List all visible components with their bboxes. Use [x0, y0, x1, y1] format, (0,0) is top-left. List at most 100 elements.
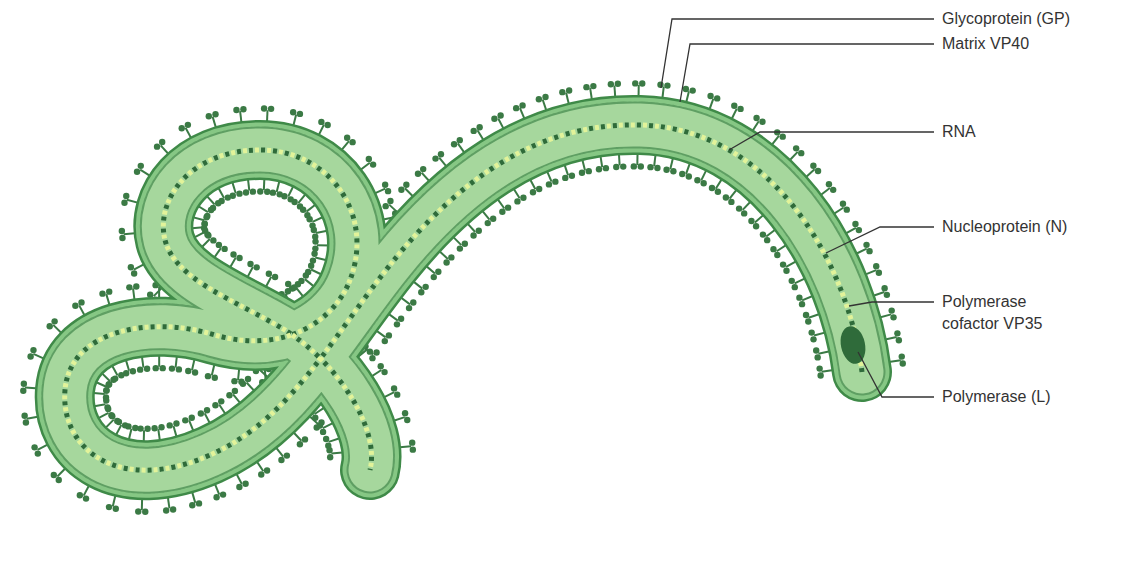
spike-head — [326, 447, 332, 453]
spike-head — [231, 378, 237, 384]
spike-head — [709, 185, 715, 191]
spike-head — [723, 194, 729, 200]
spike-head — [803, 312, 809, 318]
spike-head — [121, 200, 127, 206]
spike-head — [243, 189, 249, 195]
spike-head — [707, 93, 713, 99]
spike-head — [302, 436, 308, 442]
spike-head — [569, 172, 575, 178]
spike-head — [123, 370, 129, 376]
spike-head — [285, 281, 291, 287]
spike-head — [30, 347, 36, 353]
spike-head — [310, 257, 316, 263]
spike-head — [382, 338, 388, 344]
spike-head — [284, 452, 290, 458]
spike-head — [189, 415, 195, 421]
spike-head — [105, 382, 111, 388]
spike-head — [185, 122, 191, 128]
leader-line — [858, 352, 934, 397]
spike-head — [305, 269, 311, 275]
spike-head — [135, 508, 141, 514]
spike-head — [21, 381, 27, 387]
spike-head — [499, 209, 505, 215]
spike-head — [615, 81, 621, 87]
spike-head — [840, 201, 846, 207]
spike-head — [304, 212, 310, 218]
spike-head — [520, 195, 526, 201]
spike-head — [476, 228, 482, 234]
spike-head — [258, 471, 264, 477]
spike-head — [144, 366, 150, 372]
spike-head — [381, 369, 387, 375]
spike-head — [583, 84, 589, 90]
spike-head — [876, 270, 882, 276]
spike-head — [603, 165, 609, 171]
spike-head — [686, 173, 692, 179]
spike-head — [476, 124, 482, 130]
spike-head — [884, 292, 890, 298]
spike-head — [783, 268, 789, 274]
spike-head — [369, 355, 375, 361]
spike-head — [410, 299, 416, 305]
spike-head — [881, 285, 887, 291]
spike-head — [663, 166, 669, 172]
spike-head — [210, 237, 216, 243]
spike-head — [490, 216, 496, 222]
matrix-layer — [65, 125, 862, 470]
spike-head — [106, 504, 112, 510]
spike-head — [370, 161, 376, 167]
spike-head — [312, 245, 318, 251]
spike-head — [770, 246, 776, 252]
spike-head — [344, 135, 350, 141]
spike-head — [737, 106, 743, 112]
spike-head — [176, 366, 182, 372]
leader-line — [680, 44, 934, 102]
spike-head — [112, 375, 118, 381]
spike-head — [20, 388, 26, 394]
spike-head — [133, 283, 139, 289]
spike-head — [297, 111, 303, 117]
spike-head — [238, 379, 244, 385]
spike-head — [394, 321, 400, 327]
spike-head — [253, 264, 259, 270]
spike-head — [323, 436, 329, 442]
spike-head — [519, 102, 525, 108]
spike-head — [212, 111, 218, 117]
spike-head — [247, 261, 253, 267]
spike-head — [753, 223, 759, 229]
spike-head — [632, 80, 638, 86]
spike-head — [793, 145, 799, 151]
spike-head — [113, 506, 119, 512]
spike-head — [264, 189, 270, 195]
part-label: RNA — [942, 121, 976, 143]
spike-head — [826, 181, 832, 187]
spike-head — [151, 425, 157, 431]
spike-head — [382, 203, 388, 209]
envelope — [65, 125, 862, 470]
spike-head — [542, 94, 548, 100]
spike-head — [514, 198, 520, 204]
spike-head — [796, 294, 802, 300]
spike-head — [760, 231, 766, 237]
spike-head — [123, 193, 129, 199]
spike-head — [166, 422, 172, 428]
spike-head — [805, 318, 811, 324]
spike-head — [694, 177, 700, 183]
spike-head — [780, 133, 786, 139]
spike-head — [78, 299, 84, 305]
spike-head — [221, 246, 227, 252]
spike-head — [398, 187, 404, 193]
spike-head — [108, 412, 114, 418]
spike-head — [373, 349, 379, 355]
spike-head — [213, 494, 219, 500]
spike-head — [312, 234, 318, 240]
spike-head — [596, 166, 602, 172]
spike-head — [142, 509, 148, 515]
spike-head — [245, 376, 251, 382]
spike-head — [566, 87, 572, 93]
spike-head — [406, 305, 412, 311]
rna-strand — [65, 125, 862, 470]
spike-head — [236, 190, 242, 196]
spike-head — [432, 155, 438, 161]
spike-head — [608, 81, 614, 87]
